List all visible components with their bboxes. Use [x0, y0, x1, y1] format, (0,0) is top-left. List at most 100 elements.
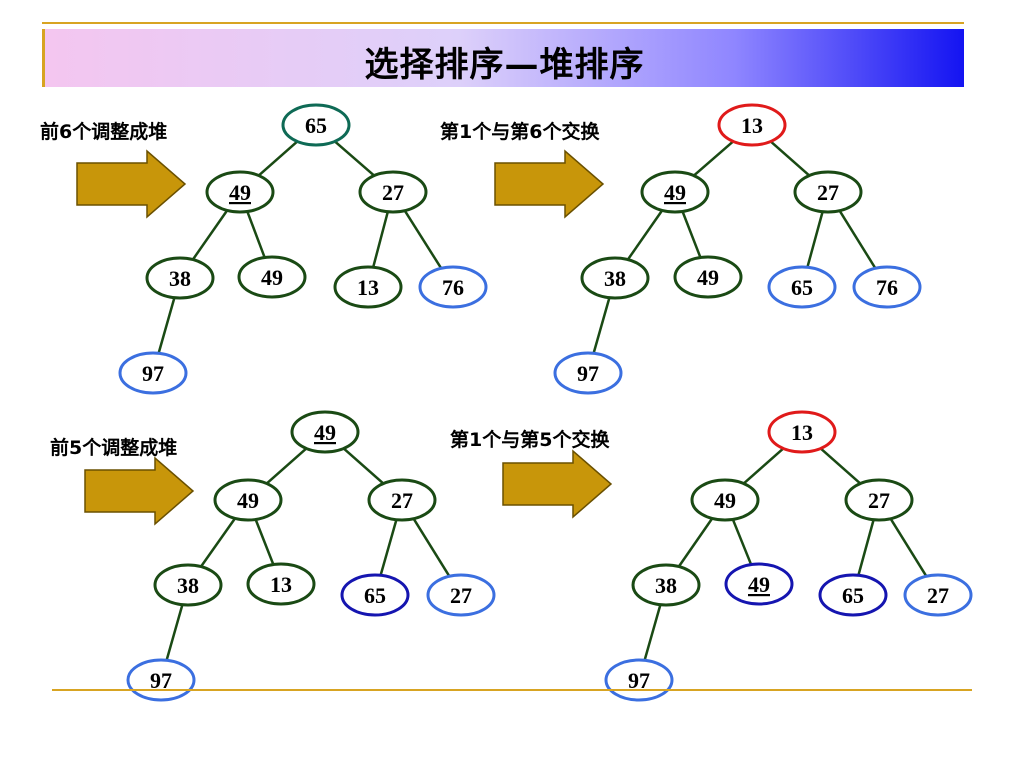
node-value: 27	[391, 488, 413, 513]
node-circle	[145, 256, 215, 300]
node-circle	[205, 170, 275, 214]
heap-tree-2: 13 49 27 38 49 65 76 97	[553, 103, 922, 395]
tree-edge	[591, 293, 612, 358]
node-circle	[358, 170, 428, 214]
node-value: 97	[142, 361, 164, 386]
heap-node: 49	[237, 255, 307, 299]
node-value: 38	[604, 266, 626, 291]
node-circle	[580, 256, 650, 300]
caption-step-2: 第1个与第6个交换	[440, 121, 600, 143]
tree-edge	[370, 207, 391, 272]
heap-node: 97	[126, 658, 196, 702]
node-circle	[118, 351, 188, 395]
heap-node: 13	[246, 562, 316, 606]
tree-edge	[253, 515, 276, 569]
node-value: 65	[305, 113, 327, 138]
node-value: 27	[382, 180, 404, 205]
heap-node: 38	[153, 563, 223, 607]
tree-edge	[887, 514, 930, 581]
tree-edge	[739, 444, 788, 488]
heap-node: 38	[631, 563, 701, 607]
heap-node: 27	[426, 573, 496, 617]
node-circle	[237, 255, 307, 299]
heap-node: 65	[767, 265, 837, 309]
node-circle	[553, 351, 623, 395]
heap-node: 49	[724, 562, 794, 606]
tree-edge	[410, 514, 453, 581]
node-value: 27	[817, 180, 839, 205]
node-value: 13	[791, 420, 813, 445]
node-value: 49	[748, 572, 770, 597]
heap-node: 27	[903, 573, 973, 617]
node-value: 27	[927, 583, 949, 608]
tree-edge	[331, 137, 378, 180]
node-value: 49	[237, 488, 259, 513]
tree-edge	[164, 600, 185, 665]
heap-node: 49	[213, 478, 283, 522]
node-circle	[631, 563, 701, 607]
slide-title: 选择排序—堆排序	[364, 45, 645, 85]
node-value: 49	[697, 265, 719, 290]
node-circle	[673, 255, 743, 299]
node-circle	[367, 478, 437, 522]
heap-node: 13	[767, 410, 837, 454]
caption-step-1: 前6个调整成堆	[40, 121, 168, 143]
node-value: 49	[314, 420, 336, 445]
heap-node: 97	[553, 351, 623, 395]
node-value: 38	[655, 573, 677, 598]
step-arrow	[502, 449, 613, 519]
tree-edge	[189, 206, 231, 264]
heap-node: 65	[281, 103, 351, 147]
step-arrow	[76, 149, 187, 219]
node-value: 65	[791, 275, 813, 300]
node-circle	[640, 170, 710, 214]
heap-node: 27	[844, 478, 914, 522]
node-value: 13	[357, 275, 379, 300]
node-circle	[852, 265, 922, 309]
heap-node: 38	[580, 256, 650, 300]
tree-edge	[836, 206, 879, 273]
tree-edge	[675, 514, 716, 571]
tree-edge	[262, 444, 311, 488]
node-value: 65	[364, 583, 386, 608]
node-value: 49	[664, 180, 686, 205]
node-circle	[153, 563, 223, 607]
node-value: 13	[270, 572, 292, 597]
heap-node: 49	[673, 255, 743, 299]
tree-edge	[766, 137, 814, 180]
tree-edge	[642, 600, 663, 665]
tree-edge	[856, 515, 876, 580]
node-circle	[903, 573, 973, 617]
tree-edge	[156, 293, 177, 358]
heap-node: 76	[418, 265, 488, 309]
heap-node: 65	[340, 573, 410, 617]
node-value: 76	[876, 275, 898, 300]
heap-tree-1: 65 49 27 38 49 13 76 97	[118, 103, 488, 395]
tree-edge	[805, 207, 825, 272]
node-circle	[724, 562, 794, 606]
node-circle	[767, 410, 837, 454]
heap-node: 13	[717, 103, 787, 147]
node-value: 49	[714, 488, 736, 513]
node-value: 38	[177, 573, 199, 598]
node-circle	[333, 265, 403, 309]
heap-node: 65	[818, 573, 888, 617]
node-value: 76	[442, 275, 464, 300]
node-value: 27	[868, 488, 890, 513]
caption-step-3: 前5个调整成堆	[50, 437, 178, 459]
node-circle	[246, 562, 316, 606]
heap-node: 27	[793, 170, 863, 214]
node-value: 27	[450, 583, 472, 608]
heap-node: 97	[118, 351, 188, 395]
node-circle	[281, 103, 351, 147]
heap-node: 76	[852, 265, 922, 309]
tree-edge	[730, 515, 754, 569]
node-value: 97	[150, 668, 172, 693]
top-divider	[42, 22, 964, 24]
heap-tree-3: 49 49 27 38 13 65 27 97	[126, 410, 496, 702]
heap-node: 49	[205, 170, 275, 214]
node-value: 38	[169, 266, 191, 291]
step-arrow	[494, 149, 605, 219]
heap-node: 38	[145, 256, 215, 300]
